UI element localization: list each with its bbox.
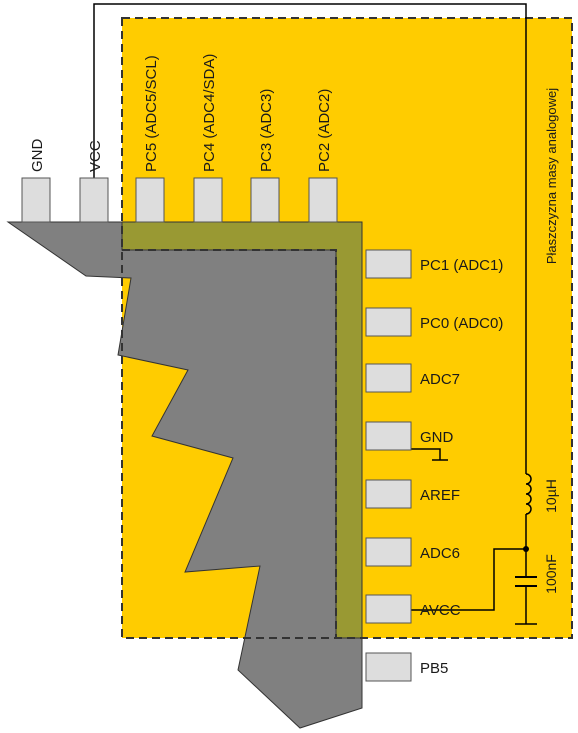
right-pin-body xyxy=(365,652,412,682)
right-pin: ADC6 xyxy=(365,537,460,567)
vcc-wire xyxy=(93,3,527,474)
top-pin-body xyxy=(193,177,223,223)
top-pin-label: PC3 (ADC3) xyxy=(258,89,275,172)
right-pin-body xyxy=(365,307,412,337)
top-pin-body xyxy=(21,177,51,223)
right-pin: PC1 (ADC1) xyxy=(365,249,503,279)
right-pin-body xyxy=(365,249,412,279)
right-pin-body xyxy=(365,594,412,624)
right-pin-label: PC0 (ADC0) xyxy=(420,315,503,332)
top-pin-body xyxy=(308,177,338,223)
right-pin-label: PB5 xyxy=(420,660,448,677)
top-pin-group: GND VCC PC5 (ADC5/SCL) PC4 (ADC4/SDA) PC3 (A… xyxy=(21,54,338,223)
top-pin-label: PC2 (ADC2) xyxy=(316,89,333,172)
top-pin-label: PC5 (ADC5/SCL) xyxy=(143,55,160,172)
inductor-icon xyxy=(525,473,532,515)
right-pin-body xyxy=(365,537,412,567)
top-pin-body xyxy=(135,177,165,223)
plane-inner-boundary xyxy=(122,249,337,638)
right-pin-label: AREF xyxy=(420,487,460,504)
right-pin: ADC7 xyxy=(365,363,460,393)
top-pin: PC4 (ADC4/SDA) xyxy=(193,54,223,223)
capacitor-label: 100nF xyxy=(543,554,559,594)
plane-label: Płaszczyzna masy analogowej xyxy=(544,88,559,264)
right-pin-label: ADC7 xyxy=(420,371,460,388)
right-pin-body xyxy=(365,421,412,451)
top-pin: PC5 (ADC5/SCL) xyxy=(135,55,165,223)
right-pin-body xyxy=(365,363,412,393)
right-pin-label: PC1 (ADC1) xyxy=(420,257,503,274)
inductor-label: 10µH xyxy=(543,479,559,513)
top-pin-body xyxy=(79,177,109,223)
gnd-pin-ground-symbol xyxy=(411,448,441,460)
right-pin-label: GND xyxy=(420,429,454,446)
chip-body xyxy=(6,221,363,729)
right-pin: GND xyxy=(365,421,454,451)
right-pin: PB5 xyxy=(365,652,448,682)
avcc-wire xyxy=(411,548,526,611)
right-pin-label: AVCC xyxy=(420,602,461,619)
top-pin: VCC xyxy=(79,140,109,223)
top-pin: PC2 (ADC2) xyxy=(308,89,338,223)
top-pin-label: GND xyxy=(29,139,46,173)
top-pin-label: VCC xyxy=(87,140,104,172)
right-pin: AREF xyxy=(365,479,460,509)
top-pin-body xyxy=(250,177,280,223)
top-pin: GND xyxy=(21,139,51,223)
right-pin-body xyxy=(365,479,412,509)
plane-boundary xyxy=(121,17,573,639)
right-pin-label: ADC6 xyxy=(420,545,460,562)
right-pin: PC0 (ADC0) xyxy=(365,307,503,337)
right-pin: AVCC xyxy=(365,594,461,624)
top-pin-label: PC4 (ADC4/SDA) xyxy=(201,54,218,172)
chip-plane-overlap xyxy=(122,222,362,638)
top-pin: PC3 (ADC3) xyxy=(250,89,280,223)
